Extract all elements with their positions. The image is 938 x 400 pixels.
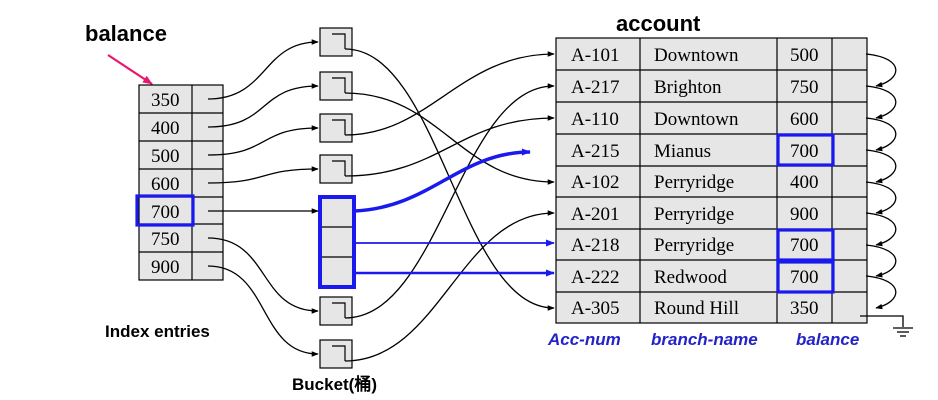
balance-cell: 700: [790, 141, 819, 162]
branch-name-cell: Perryridge: [654, 235, 734, 256]
index-key: 500: [151, 146, 180, 167]
balance-cell: 350: [790, 298, 819, 319]
acc-num-cell: A-217: [571, 77, 620, 98]
acc-num-cell: A-215: [571, 141, 620, 162]
balance-cell: 700: [790, 235, 819, 256]
acc-num-cell: A-222: [571, 267, 620, 288]
highlight-arrows: [353, 148, 555, 277]
acc-num-cell: A-110: [571, 109, 619, 130]
column-label-acc-num: Acc-num: [547, 330, 621, 349]
index-key: 350: [151, 90, 180, 111]
balance-cell: 500: [790, 45, 819, 66]
balance-cell: 900: [790, 204, 819, 225]
branch-name-cell: Perryridge: [654, 204, 734, 225]
acc-num-cell: A-102: [571, 172, 620, 193]
balance-cell: 600: [790, 109, 819, 130]
balance-cell: 750: [790, 77, 819, 98]
balance-cell: 700: [790, 267, 819, 288]
column-label-balance: balance: [796, 330, 859, 349]
index-key-highlight: [135, 194, 195, 227]
index-key: 600: [151, 174, 180, 195]
bucket-label: Bucket(桶): [292, 374, 377, 394]
account-table: A-101 Downtown 500 A-217 Brighton 750 A-…: [555, 37, 868, 324]
branch-name-cell: Brighton: [654, 77, 722, 98]
branch-name-cell: Round Hill: [654, 298, 739, 319]
index-pointer-arrow: [107, 54, 153, 85]
branch-name-cell: Downtown: [654, 45, 739, 66]
table-title: account: [616, 11, 701, 36]
column-label-branch-name: branch-name: [651, 330, 758, 349]
index-key: 700: [151, 202, 180, 223]
index-entries-label: Index entries: [105, 322, 210, 341]
index-key: 750: [151, 229, 180, 250]
acc-num-cell: A-218: [571, 235, 620, 256]
bucket-highlight: [318, 195, 356, 289]
balance-highlight: [776, 260, 835, 294]
bucket-to-record-arrows: [344, 48, 555, 362]
acc-num-cell: A-201: [571, 204, 620, 225]
acc-num-cell: A-305: [571, 298, 620, 319]
balance-highlight: [776, 133, 835, 167]
branch-name-cell: Perryridge: [654, 172, 734, 193]
balance-cell: 400: [790, 172, 819, 193]
index-key: 400: [151, 118, 180, 139]
index-key: 900: [151, 257, 180, 278]
acc-num-cell: A-101: [571, 45, 620, 66]
index-title: balance: [85, 21, 167, 46]
branch-name-cell: Downtown: [654, 109, 739, 130]
branch-name-cell: Redwood: [654, 267, 727, 288]
branch-name-cell: Mianus: [654, 141, 711, 162]
index-to-bucket-arrows: [207, 39, 319, 357]
buckets: [318, 27, 356, 369]
record-chain-arrows: [860, 53, 913, 337]
balance-highlight: [776, 228, 835, 262]
